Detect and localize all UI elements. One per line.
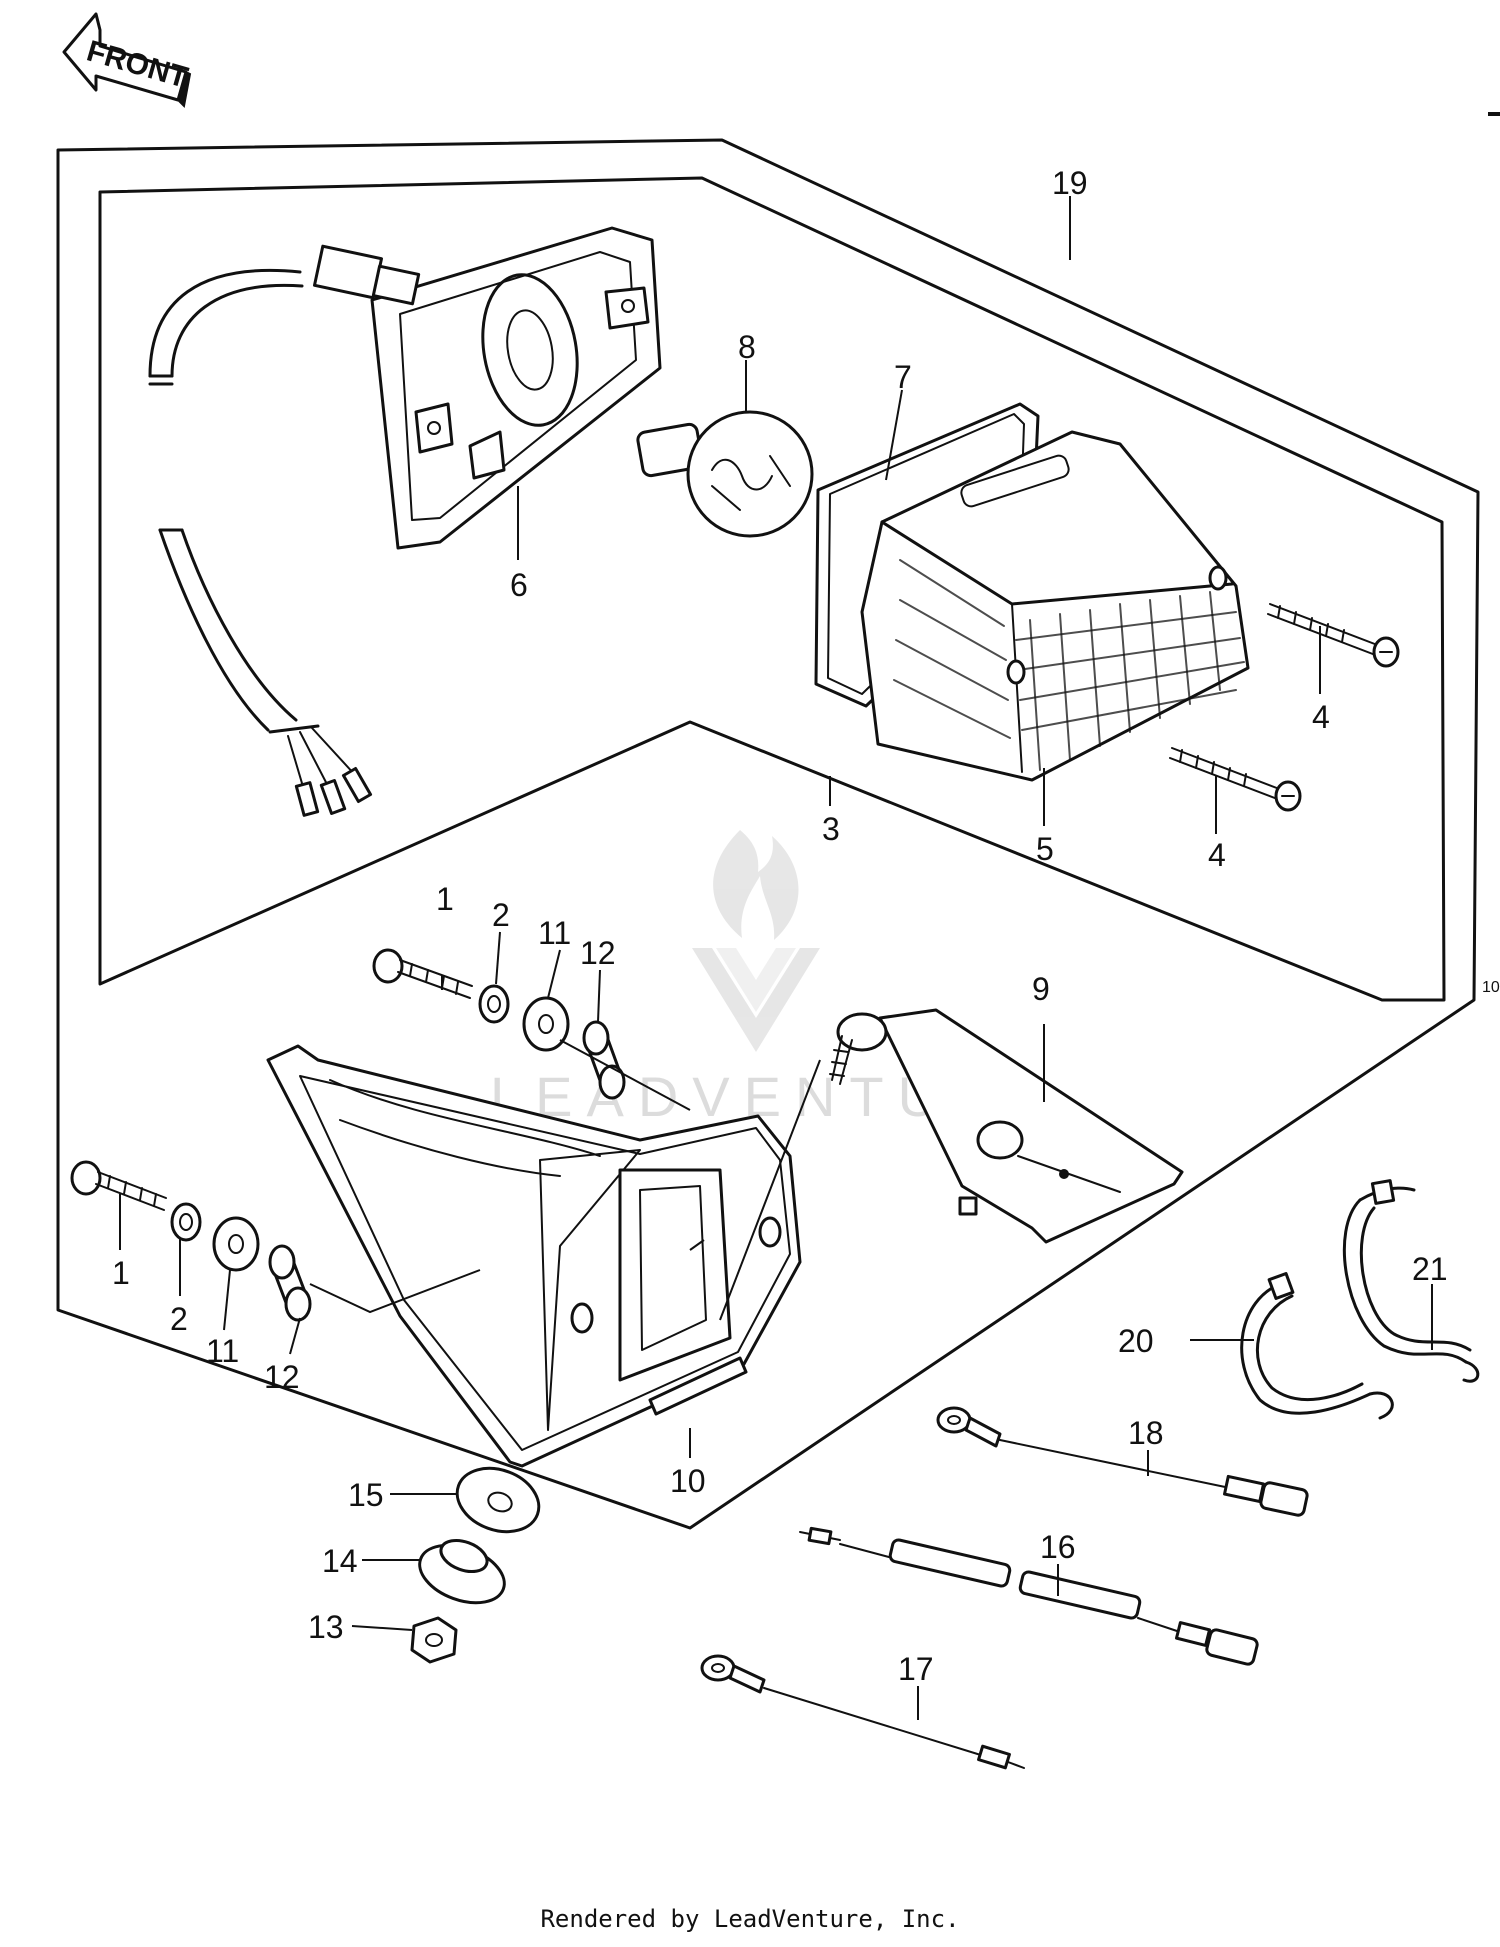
lead-wire-ring-pin-icon (700, 1654, 1025, 1770)
callout-15: 15 (348, 1477, 384, 1513)
wiring-harness (148, 268, 373, 817)
edge-tick (1488, 112, 1500, 116)
flat-washer-upper-icon (522, 996, 570, 1052)
callout-5: 5 (1036, 831, 1054, 867)
bulb-icon (636, 410, 814, 538)
grommet-washer-icon (455, 1466, 541, 1534)
inner-lens-assembly-frame (98, 176, 1446, 1002)
callout-leaders (119, 196, 1433, 1720)
callout-10: 10 (670, 1463, 706, 1499)
callout-3: 3 (822, 811, 840, 847)
callout-21: 21 (1412, 1251, 1448, 1287)
callout-18: 18 (1128, 1415, 1164, 1451)
flat-washer-lower-icon (212, 1216, 260, 1272)
clamp-band-long-icon (1342, 1179, 1480, 1383)
callout-1-lower: 1 (112, 1255, 130, 1291)
callout-8: 8 (738, 329, 756, 365)
callout-13: 13 (308, 1609, 344, 1645)
callout-11-upper: 11 (538, 915, 571, 951)
bolt-upper-icon (372, 948, 473, 999)
rubber-grommet-icon (418, 1538, 506, 1605)
bolt-lower-icon (70, 1160, 167, 1211)
callout-2-upper: 2 (492, 897, 510, 933)
callout-16: 16 (1040, 1529, 1076, 1565)
tail-lens (860, 430, 1250, 782)
callout-19: 19 (1052, 165, 1088, 201)
lock-washer-lower-icon (170, 1202, 202, 1242)
callout-7: 7 (894, 359, 912, 395)
collar-lower-icon (268, 1244, 312, 1322)
license-bracket (829, 1008, 1184, 1244)
leadventure-watermark-logo (692, 830, 820, 1052)
callout-4-lower: 4 (1208, 837, 1226, 873)
edge-number: 10 (1482, 979, 1500, 996)
callout-17: 17 (898, 1651, 934, 1687)
callout-2-lower: 2 (170, 1301, 188, 1337)
callout-20: 20 (1118, 1323, 1154, 1359)
clamp-band-short-icon (1240, 1272, 1394, 1420)
lock-washer-upper-icon (478, 984, 510, 1024)
callout-6: 6 (510, 567, 528, 603)
callout-labels: 19 8 7 6 3 5 4 4 1 2 11 12 9 1 2 11 12 1… (112, 165, 1500, 1687)
callout-14: 14 (322, 1543, 358, 1579)
callout-4-upper: 4 (1312, 699, 1330, 735)
callout-1-upper: 1 (436, 881, 454, 917)
lead-wire-sleeved-icon (799, 1526, 1259, 1666)
nut-icon (410, 1616, 458, 1664)
callout-12-lower: 12 (264, 1359, 300, 1395)
callout-11-lower: 11 (206, 1333, 239, 1369)
lens-screw-upper-icon (1267, 603, 1400, 668)
ground-wire-ring-icon (936, 1406, 1309, 1517)
footer-credit: Rendered by LeadVenture, Inc. (540, 1905, 960, 1933)
taillight-housing (266, 1044, 802, 1468)
callout-12-upper: 12 (580, 935, 616, 971)
front-arrow-icon: FRONT (62, 12, 191, 109)
callout-9: 9 (1032, 971, 1050, 1007)
outer-assembly-frame (56, 138, 1480, 1530)
collar-upper-icon (582, 1020, 626, 1100)
lens-screw-lower-icon (1169, 747, 1302, 812)
lamp-base-plate (312, 226, 662, 550)
